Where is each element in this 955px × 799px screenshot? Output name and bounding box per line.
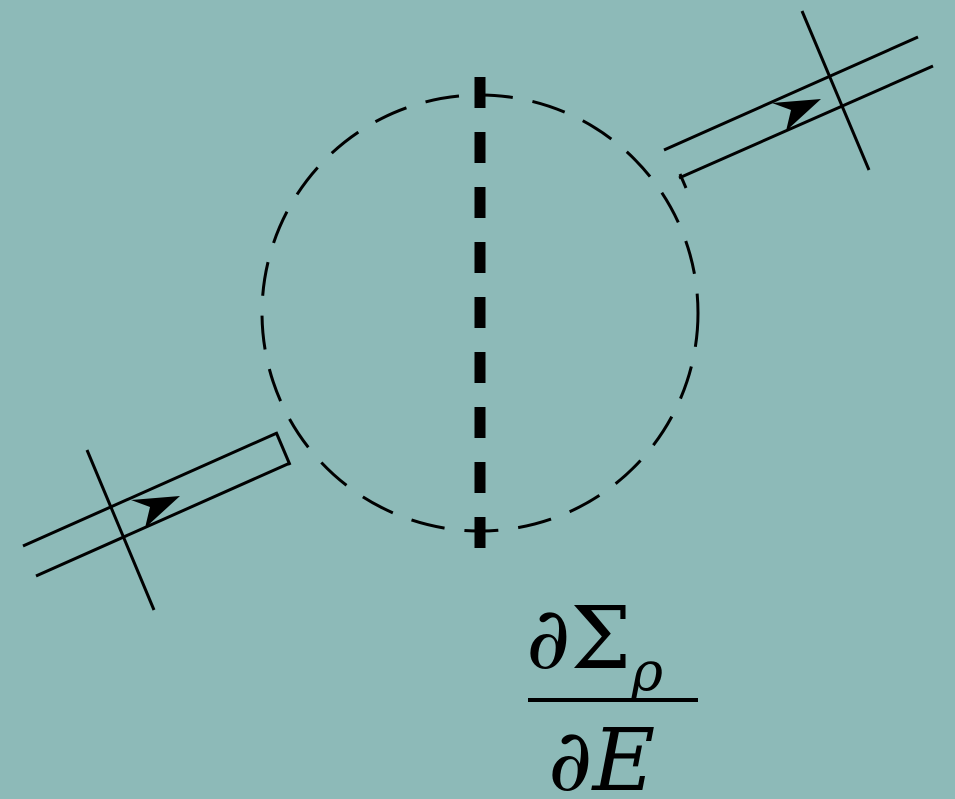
- left-line-upper: [22, 431, 278, 548]
- formula-numerator-subscript: ρ: [630, 640, 663, 703]
- formula-numerator: ∂Σρ: [526, 589, 663, 703]
- arrowhead-icon: [131, 496, 180, 528]
- left-cross-mark: [85, 449, 156, 611]
- left-line-lower: [35, 461, 291, 578]
- arrowhead-icon: [772, 99, 821, 131]
- right-line-cap: [678, 173, 688, 189]
- right-line-upper: [663, 35, 919, 152]
- formula-numerator-symbol: ∂Σ: [526, 589, 631, 689]
- formula-denominator: ∂E: [548, 711, 655, 795]
- left-external-line: [22, 431, 292, 611]
- formula: ∂Σρ ∂E: [526, 589, 698, 799]
- right-cross-mark: [800, 10, 871, 171]
- right-external-line: [663, 10, 934, 189]
- right-line-lower: [678, 64, 934, 180]
- left-line-cap: [274, 431, 292, 466]
